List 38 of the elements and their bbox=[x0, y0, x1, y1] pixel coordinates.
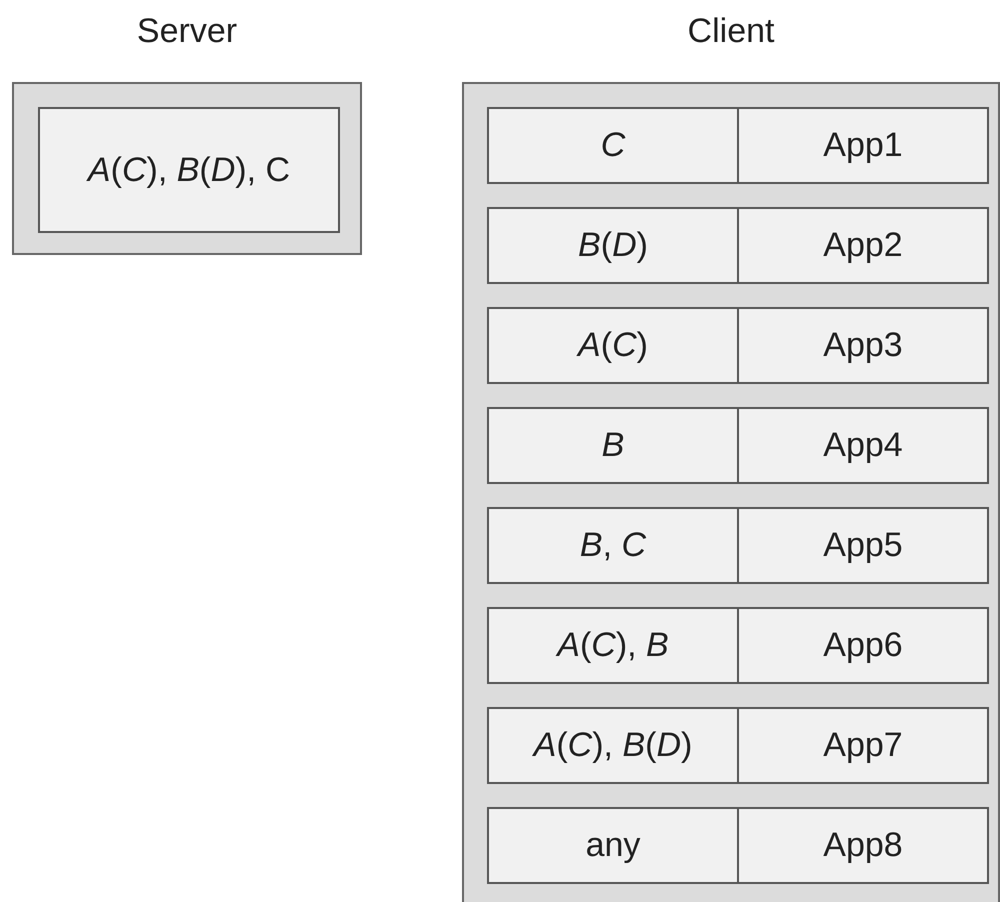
label-box bbox=[737, 307, 989, 384]
label-box bbox=[38, 107, 340, 233]
box-text: App1 bbox=[823, 126, 903, 165]
label-box bbox=[737, 607, 989, 684]
box-text: A(C), B(D) bbox=[534, 726, 692, 765]
box-text: A(C) bbox=[578, 326, 648, 365]
box-text: B(D) bbox=[578, 226, 648, 265]
box-text: App2 bbox=[823, 226, 903, 265]
label-box bbox=[487, 107, 739, 184]
heading: Server bbox=[136, 12, 238, 51]
box-text: B bbox=[602, 426, 624, 465]
label-box bbox=[737, 207, 989, 284]
label-box bbox=[737, 707, 989, 784]
container-box bbox=[12, 82, 362, 255]
box-text: A(C), B(D), C bbox=[88, 150, 290, 190]
label-box bbox=[487, 207, 739, 284]
label-box bbox=[487, 707, 739, 784]
box-text: App3 bbox=[823, 326, 903, 365]
box-text: B, C bbox=[580, 526, 646, 565]
label-box bbox=[487, 607, 739, 684]
box-text: App6 bbox=[823, 626, 903, 665]
label-box bbox=[487, 807, 739, 884]
container-box bbox=[462, 82, 1000, 902]
box-text: A(C), B bbox=[557, 626, 669, 665]
label-box bbox=[487, 407, 739, 484]
label-box bbox=[737, 507, 989, 584]
box-text: App8 bbox=[823, 826, 903, 865]
label-box bbox=[487, 507, 739, 584]
heading: Client bbox=[686, 12, 776, 51]
label-box bbox=[487, 307, 739, 384]
box-text: App4 bbox=[823, 426, 903, 465]
box-text: App5 bbox=[823, 526, 903, 565]
box-text: C bbox=[600, 126, 626, 165]
box-text: App7 bbox=[823, 726, 903, 765]
box-text: any bbox=[586, 826, 640, 865]
label-box bbox=[737, 807, 989, 884]
label-box bbox=[737, 407, 989, 484]
label-box bbox=[737, 107, 989, 184]
